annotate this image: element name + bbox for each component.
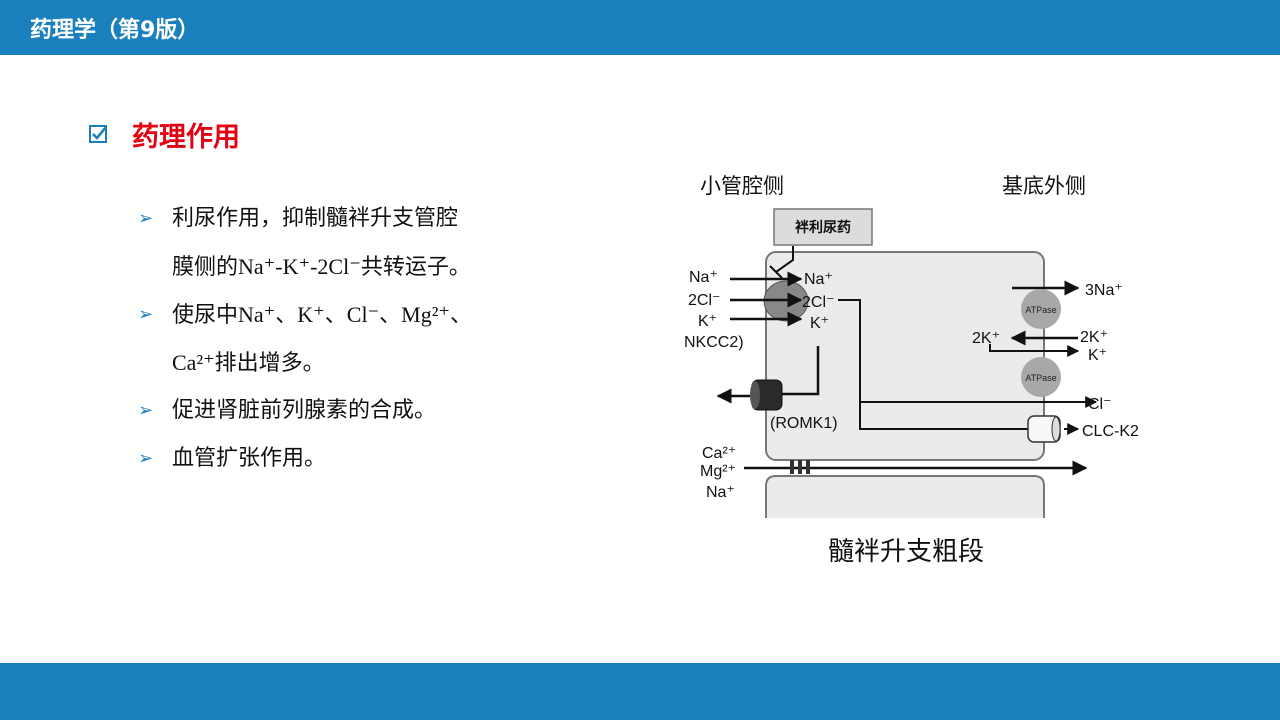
k-in-label-left: 2K⁺	[972, 330, 1000, 347]
bullet-list: ➢ 利尿作用，抑制髓袢升支管腔 膜侧的Na⁺-K⁺-2Cl⁻共转运子。 ➢ 使尿…	[138, 195, 578, 483]
para-ion-na: Na⁺	[706, 484, 735, 501]
ion-formula: Ca²⁺	[172, 350, 215, 375]
lumen-ion-na: Na⁺	[689, 269, 718, 286]
cl-out-label: Cl⁻	[1088, 396, 1112, 413]
para-ion-mg: Mg²⁺	[700, 463, 736, 480]
bullet-text: 使尿中	[172, 303, 239, 328]
lumen-ion-k: K⁺	[698, 313, 717, 330]
bullet-text: 利尿作用，抑制髓袢升支管腔	[172, 206, 459, 231]
checkbox-checked-icon	[89, 125, 108, 143]
bullet-arrow-icon: ➢	[138, 304, 154, 325]
bullet-text: 促进肾脏前列腺素的合成。	[172, 398, 437, 423]
epithelial-cell	[765, 251, 1045, 461]
inhibition-symbol	[769, 246, 794, 279]
loop-diuretic-label: 袢利尿药	[795, 219, 851, 235]
bullet-item: ➢ 促进肾脏前列腺素的合成。	[138, 387, 578, 435]
cell-ion-na: Na⁺	[804, 271, 833, 288]
atpase-label-1: ATPase	[1025, 305, 1056, 315]
cell-ion-cl: 2Cl⁻	[802, 294, 834, 311]
basolateral-side-label: 基底外侧	[1002, 175, 1086, 198]
bullet-arrow-icon: ➢	[138, 400, 154, 421]
neighbor-cell	[765, 475, 1045, 518]
footer-bar	[0, 663, 1280, 720]
na-out-label: 3Na⁺	[1085, 282, 1123, 299]
section-heading: 药理作用	[88, 116, 240, 153]
k-in-label-right: 2K⁺	[1080, 329, 1108, 346]
lumen-ion-cl: 2Cl⁻	[688, 292, 720, 309]
section-title: 药理作用	[132, 121, 240, 153]
romk1-label: (ROMK1)	[770, 415, 838, 432]
bullet-continuation: 膜侧的Na⁺-K⁺-2Cl⁻共转运子。	[138, 243, 578, 291]
loop-diuretic-box	[773, 208, 873, 246]
cell-ion-k: K⁺	[810, 315, 829, 332]
bullet-text: 膜侧的	[172, 255, 239, 280]
header-bar: 药理学（第9版）	[0, 0, 1280, 55]
bullet-continuation: Ca²⁺排出增多。	[138, 339, 578, 387]
bullet-item: ➢ 血管扩张作用。	[138, 435, 578, 483]
atpase-label-2: ATPase	[1025, 373, 1056, 383]
diagram-caption: 髓袢升支粗段	[828, 536, 984, 566]
bullet-text: 血管扩张作用。	[172, 446, 327, 471]
lumen-side-label: 小管腔侧	[700, 175, 784, 198]
ion-formula: Na⁺、K⁺、Cl⁻、Mg²⁺、	[238, 302, 472, 327]
atpase-pump-1	[1021, 289, 1061, 329]
bullet-arrow-icon: ➢	[138, 448, 154, 469]
atpase-pump-2	[1021, 357, 1061, 397]
nkcc2-label: NKCC2)	[684, 334, 744, 351]
bullet-text: 排出增多。	[214, 351, 325, 376]
ion-formula: Na⁺-K⁺-2Cl⁻	[238, 254, 361, 279]
k-out-label: K⁺	[1088, 347, 1107, 364]
bullet-text: 共转运子。	[360, 255, 471, 280]
bullet-item: ➢ 利尿作用，抑制髓袢升支管腔	[138, 195, 578, 243]
tight-junction	[790, 460, 794, 474]
bullet-arrow-icon: ➢	[138, 208, 154, 229]
thick-ascending-limb-diagram: 小管腔侧 基底外侧 袢利尿药 Na⁺ 2Cl⁻ K⁺ NKCC2) Na⁺ 2C…	[684, 175, 1139, 566]
clc-k2-label: CLC-K2	[1082, 423, 1139, 440]
para-ion-ca: Ca²⁺	[702, 445, 736, 462]
bullet-item: ➢ 使尿中Na⁺、K⁺、Cl⁻、Mg²⁺、	[138, 291, 578, 339]
page-title: 药理学（第9版）	[30, 18, 200, 43]
